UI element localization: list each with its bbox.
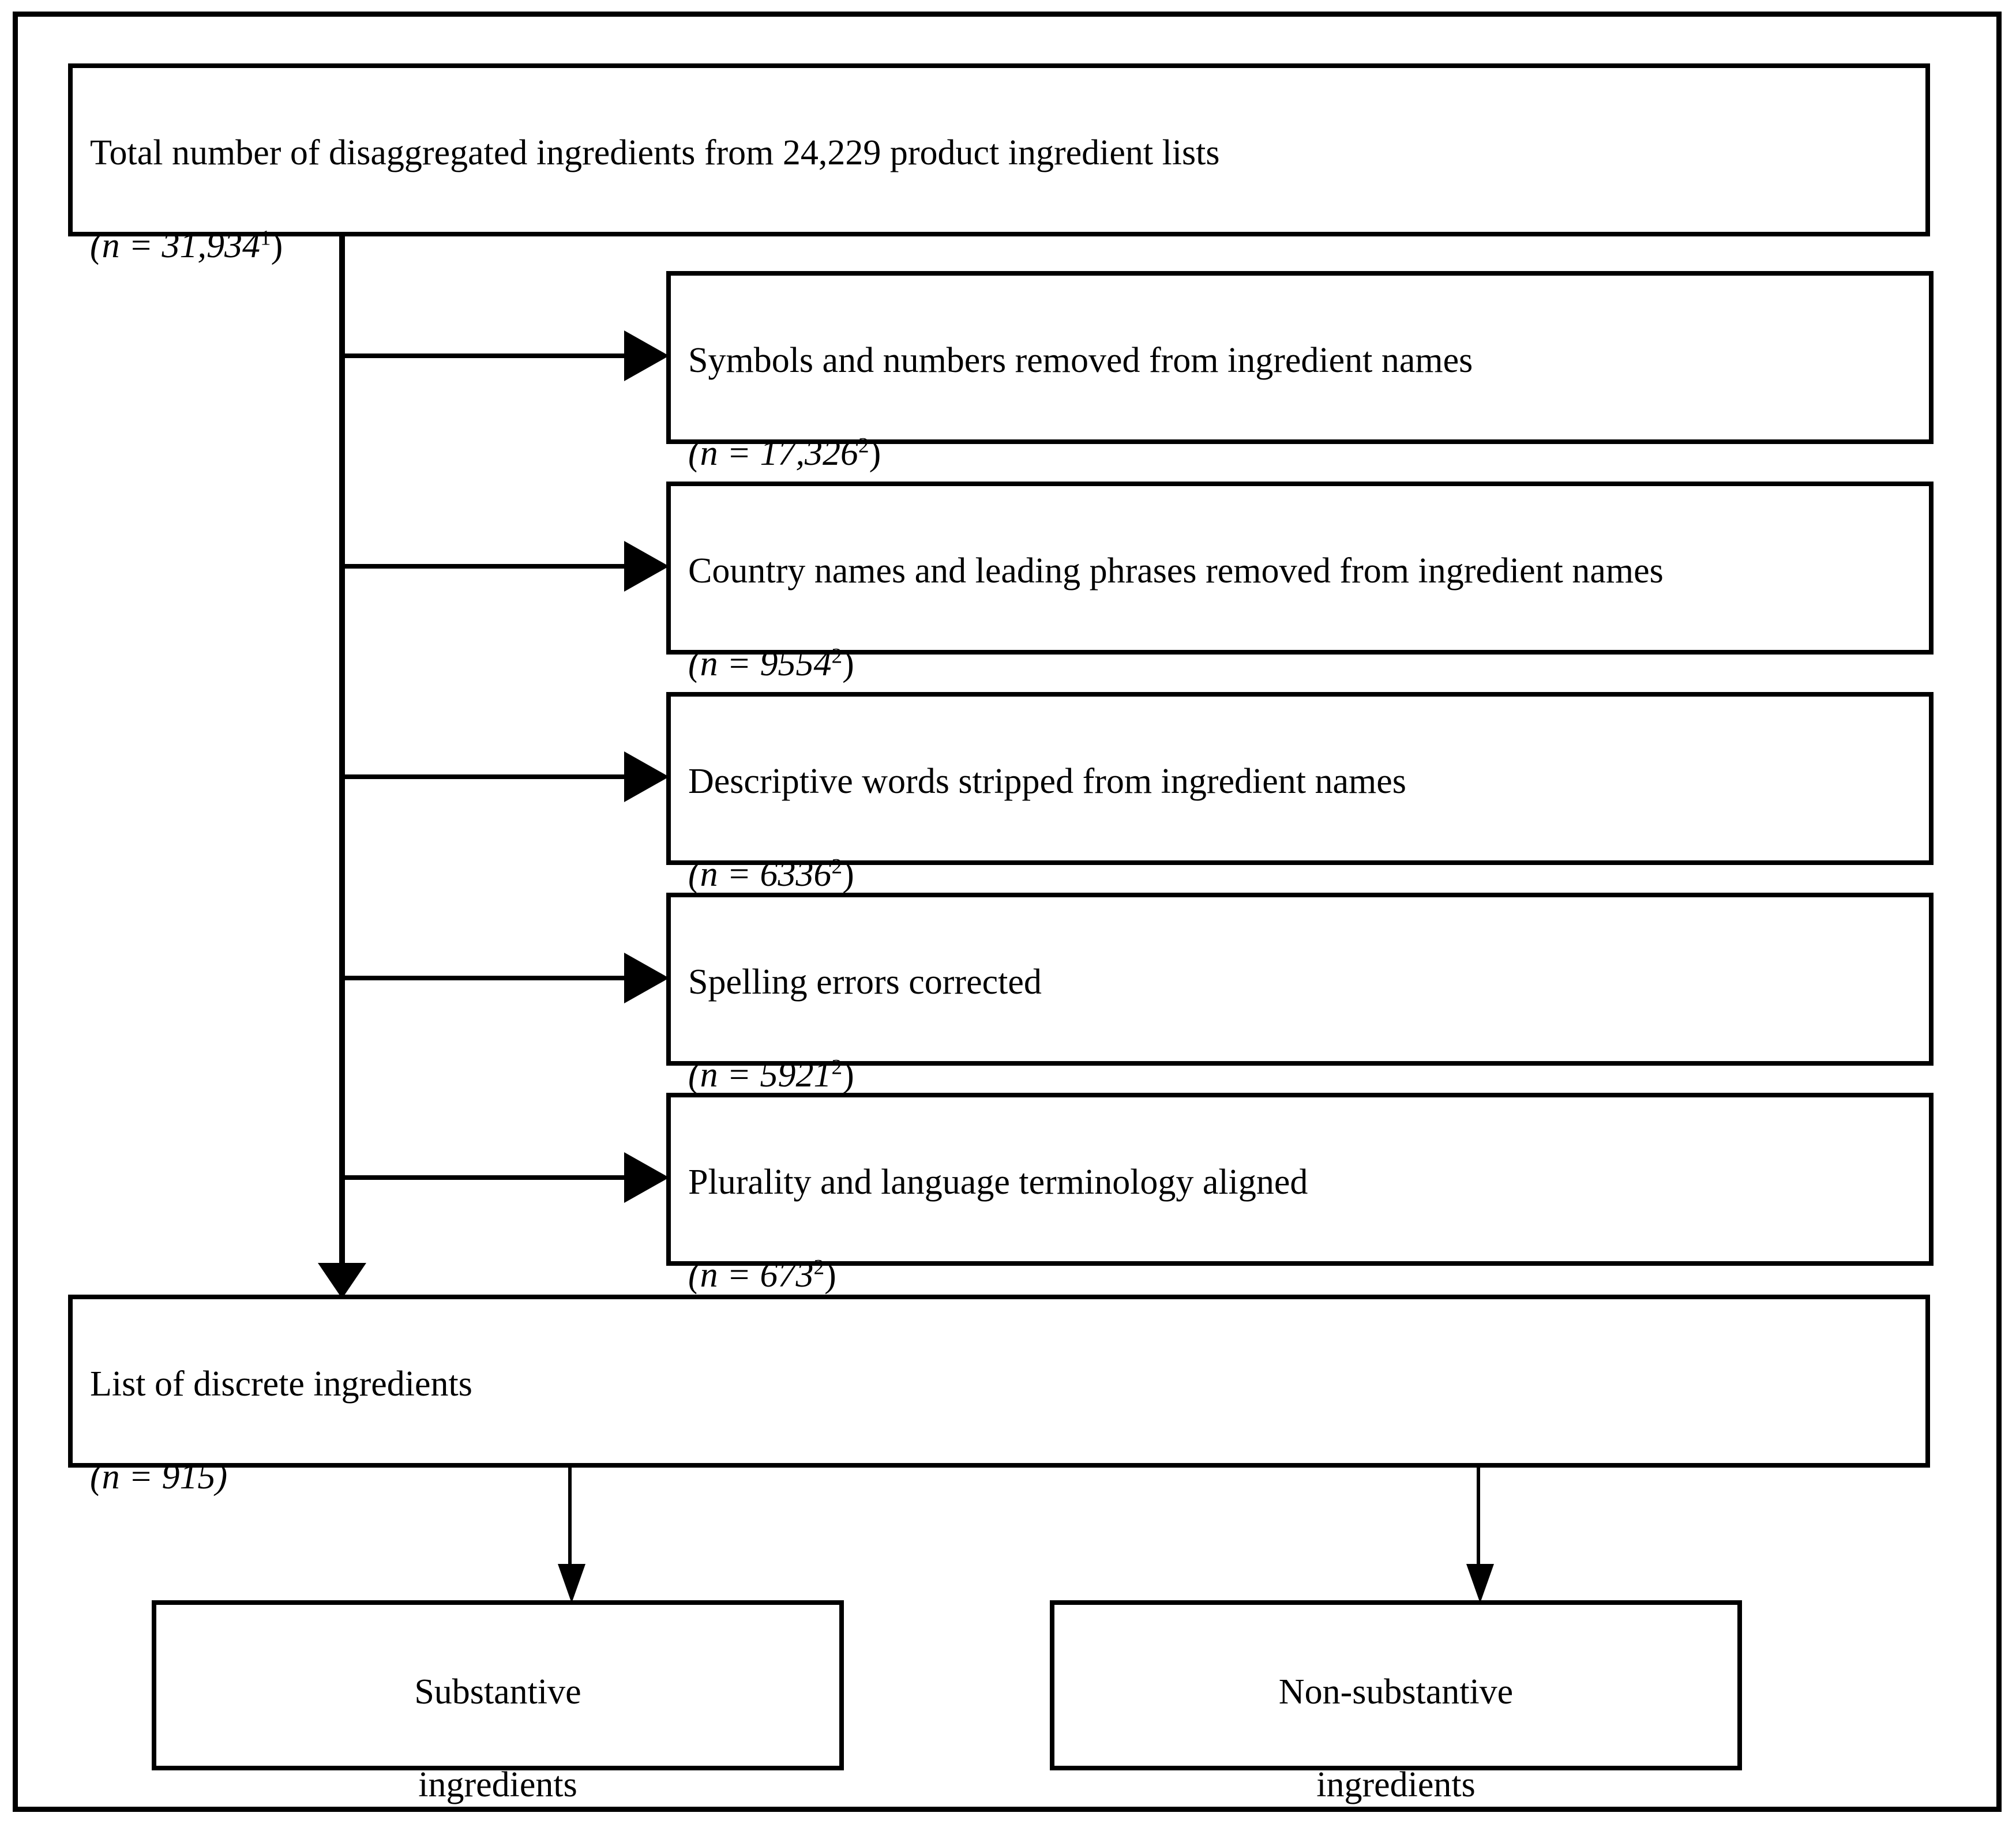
cleaning-step-footnote-marker-3: 2 (831, 855, 843, 879)
cleaning-step-box-2: Country names and leading phrases remove… (666, 482, 1934, 683)
result-box: List of discrete ingredients (n = 915) (68, 1295, 1930, 1496)
result-box-text: List of discrete ingredients (n = 915) (73, 1299, 1925, 1547)
cleaning-step-footnote-marker-5: 2 (813, 1255, 825, 1280)
branch-arrowhead-right-icon-4 (624, 953, 669, 1003)
outer-frame-border (13, 12, 2002, 1812)
outcome-box-label-line2-1: ingredients (418, 1765, 577, 1804)
outcome-arrowhead-down-icon-2 (1466, 1564, 1494, 1603)
cleaning-step-count-close-2: ) (842, 644, 854, 683)
cleaning-step-text-4: Spelling errors corrected (n = 59212) (671, 897, 1929, 1145)
source-box: Total number of disaggregated ingredient… (68, 63, 1930, 265)
cleaning-step-text-3: Descriptive words stripped from ingredie… (671, 697, 1929, 944)
cleaning-step-box-3: Descriptive words stripped from ingredie… (666, 692, 1934, 894)
outcome-box-label-line2-2: ingredients (1316, 1765, 1476, 1804)
cleaning-step-label-2: Country names and leading phrases remove… (688, 551, 1664, 591)
branch-arrowhead-right-icon-3 (624, 751, 669, 802)
cleaning-step-label-1: Symbols and numbers removed from ingredi… (688, 340, 1473, 380)
cleaning-step-box-4: Spelling errors corrected (n = 59212) (666, 893, 1934, 1095)
cleaning-step-count-prefix-4: (n = 5921 (688, 1055, 832, 1095)
cleaning-step-count-3: (n = 63362) (688, 851, 1912, 898)
cleaning-step-footnote-marker-4: 2 (831, 1055, 843, 1080)
branch-connector-line-2 (343, 564, 630, 569)
outcome-arrowhead-down-icon-1 (558, 1564, 585, 1603)
branch-arrowhead-right-icon-2 (624, 541, 669, 592)
cleaning-step-label-3: Descriptive words stripped from ingredie… (688, 761, 1406, 801)
source-box-footnote-marker: 1 (260, 226, 271, 250)
outcome-box-substantive: Substantive ingredients (n = 835) (152, 1600, 844, 1804)
outcome-connector-line-2 (1477, 1468, 1480, 1569)
branch-arrowhead-right-icon-1 (624, 330, 669, 381)
cleaning-step-box-5: Plurality and language terminology align… (666, 1093, 1934, 1295)
branch-connector-line-3 (343, 774, 630, 779)
cleaning-step-label-4: Spelling errors corrected (688, 962, 1042, 1002)
source-box-count: (n = 31,9341) (90, 223, 1908, 269)
cleaning-step-count-prefix-2: (n = 9554 (688, 644, 832, 683)
cleaning-step-count-close-5: ) (824, 1255, 836, 1295)
trunk-connector-line (339, 236, 345, 1283)
cleaning-step-text-2: Country names and leading phrases remove… (671, 486, 1929, 734)
source-box-count-close: ) (271, 225, 283, 265)
result-box-count: (n = 915) (90, 1457, 228, 1496)
outcome-box-text-2: Non-substantive ingredients (n = 80) (1054, 1605, 1737, 1824)
cleaning-step-count-prefix-3: (n = 6336 (688, 854, 832, 894)
source-box-text: Total number of disaggregated ingredient… (73, 68, 1925, 315)
outcome-box-label-line1-2: Non-substantive (1278, 1672, 1514, 1712)
outcome-connector-line-1 (568, 1468, 572, 1569)
cleaning-step-footnote-marker-2: 2 (831, 644, 843, 668)
cleaning-step-text-1: Symbols and numbers removed from ingredi… (671, 276, 1929, 523)
outcome-box-non-substantive: Non-substantive ingredients (n = 80) (1050, 1600, 1742, 1804)
source-box-count-prefix: (n = 31,934 (90, 225, 260, 265)
cleaning-step-label-5: Plurality and language terminology align… (688, 1162, 1308, 1202)
cleaning-step-count-prefix-5: (n = 673 (688, 1255, 814, 1295)
branch-connector-line-1 (343, 353, 630, 358)
outcome-box-label-line1-1: Substantive (414, 1672, 581, 1712)
cleaning-step-text-5: Plurality and language terminology align… (671, 1097, 1929, 1345)
cleaning-step-count-1: (n = 17,3262) (688, 430, 1912, 477)
cleaning-step-box-1: Symbols and numbers removed from ingredi… (666, 271, 1934, 473)
branch-connector-line-5 (343, 1175, 630, 1180)
result-box-label: List of discrete ingredients (90, 1364, 472, 1404)
cleaning-step-count-5: (n = 6732) (688, 1252, 1912, 1299)
source-box-label: Total number of disaggregated ingredient… (90, 133, 1220, 172)
cleaning-step-count-close-3: ) (842, 854, 854, 894)
cleaning-step-count-2: (n = 95542) (688, 641, 1912, 687)
cleaning-step-count-close-1: ) (869, 433, 881, 473)
cleaning-step-count-close-4: ) (842, 1055, 854, 1095)
outcome-box-text-1: Substantive ingredients (n = 835) (156, 1605, 839, 1824)
trunk-arrowhead-down-icon (318, 1263, 366, 1299)
cleaning-step-count-prefix-1: (n = 17,326 (688, 433, 858, 473)
branch-arrowhead-right-icon-5 (624, 1152, 669, 1203)
cleaning-step-count-4: (n = 59212) (688, 1052, 1912, 1099)
cleaning-step-footnote-marker-1: 2 (858, 434, 869, 458)
branch-connector-line-4 (343, 976, 630, 980)
